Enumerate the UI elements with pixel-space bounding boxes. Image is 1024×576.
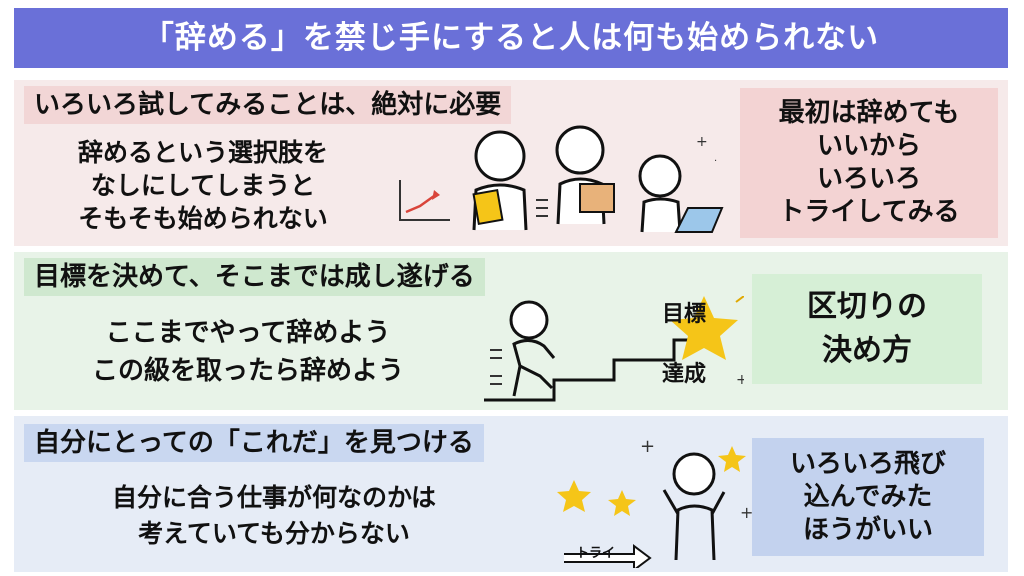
svg-text:+: + [696,134,708,150]
tip-line: 最初は辞めても [778,98,960,128]
body-line: この級を取ったら辞めよう [91,356,404,386]
tip-line: 区切りの [807,289,927,324]
tip-line: 込んでみた [803,481,933,512]
achieved-label: 達成 [662,362,707,387]
body-line: なしにしてしまうと [90,171,316,200]
tip-line: トライしてみる [778,197,960,227]
section-find: 自分にとっての「これだ」を見つける 自分に合う仕事が何なのかは 考えていても分か… [14,416,1008,572]
section-body: 自分に合う仕事が何なのかは 考えていても分からない [44,480,504,552]
goal-star-icon: + [670,296,744,388]
person-cheering-icon [662,452,726,561]
climbing-stairs-illustration: + [484,296,744,402]
person-laptop-icon: + · [638,134,724,233]
tip-box: いろいろ飛び 込んでみた ほうがいい [752,438,984,556]
trying-people-illustration: + · [399,125,724,233]
body-line: 考えていても分からない [138,519,410,548]
growth-chart-icon [399,180,450,221]
section-heading: 自分にとっての「これだ」を見つける [24,424,484,462]
tip-line: いろいろ [816,164,921,194]
stairs-icon [484,338,714,402]
section-body: 辞めるという選択肢を なしにしてしまうと そもそも始められない [38,136,368,235]
tip-line: いろいろ飛び [789,448,946,479]
section-heading: 目標を決めて、そこまでは成し遂げる [24,258,485,296]
svg-text:·: · [714,156,717,167]
body-line: そもそも始められない [78,204,328,233]
page-title: 「辞める」を禁じ手にすると人は何も始められない [14,8,1008,68]
section-try: いろいろ試してみることは、絶対に必要 辞めるという選択肢を なしにしてしまうと … [14,80,1008,246]
person-reading-icon [472,130,528,231]
tip-line: 決め方 [822,333,912,368]
body-line: 辞めるという選択肢を [77,138,328,167]
person-climbing-icon [490,300,556,397]
tip-line: ほうがいい [802,514,933,545]
svg-text:+: + [740,503,753,522]
stars-icon: + + [557,436,753,522]
tip-box: 最初は辞めても いいから いろいろ トライしてみる [740,88,998,238]
person-carrying-box-icon [536,125,615,225]
tip-line: いいから [816,131,921,161]
svg-text:+: + [640,436,655,457]
discovery-illustration: + + [557,436,753,568]
tip-box: 区切りの 決め方 [752,274,982,384]
section-goal: 目標を決めて、そこまでは成し遂げる ここまでやって辞めよう この級を取ったら辞め… [14,252,1008,410]
body-line: 自分に合う仕事が何なのかは [111,483,436,512]
body-line: ここまでやって辞めよう [105,318,391,348]
goal-label: 目標 [662,302,707,327]
section-body: ここまでやって辞めよう この級を取ったら辞めよう [38,314,458,390]
svg-text:+: + [736,372,744,388]
arrow-right-icon [564,544,652,568]
try-label: トライ [576,546,616,561]
section-heading: いろいろ試してみることは、絶対に必要 [24,86,512,124]
